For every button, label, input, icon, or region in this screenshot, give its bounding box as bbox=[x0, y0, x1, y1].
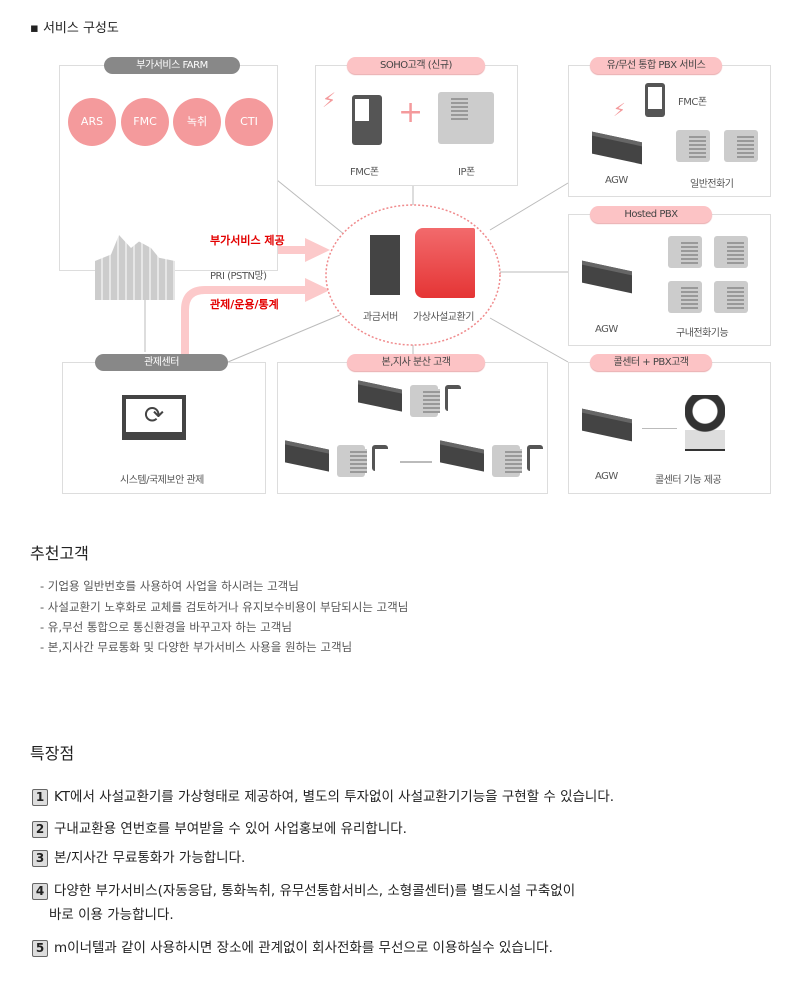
farm-item-ars: ARS bbox=[68, 98, 116, 146]
mobile-icon bbox=[445, 385, 462, 411]
arrow-top-label: 부가서비스 제공 bbox=[210, 234, 285, 247]
features-title: 특장점 bbox=[30, 744, 75, 763]
farm-item-recording: 녹취 bbox=[173, 98, 221, 146]
callcenter-label: 콜센터 + PBX고객 bbox=[590, 354, 712, 371]
pbx-server-icon bbox=[415, 228, 475, 298]
phone-icon bbox=[337, 445, 367, 477]
feature-number: 5 bbox=[32, 940, 48, 957]
phone-icon bbox=[492, 445, 522, 477]
phone-icon bbox=[410, 385, 440, 417]
feature-item: 1 KT에서 사설교환기를 가상형태로 제공하여, 별도의 투자없이 사설교환기기… bbox=[32, 785, 614, 809]
feature-item: 5 m이너텔과 같이 사용하시면 장소에 관계없이 회사전화를 무선으로 이용하실… bbox=[32, 936, 553, 960]
control-label: 관제센터 bbox=[95, 354, 228, 371]
plus-icon: + bbox=[398, 95, 424, 130]
phone-icon bbox=[714, 281, 748, 313]
arrow-bottom-label: 관제/운용/통계 bbox=[210, 298, 279, 311]
callcenter-caption: 콜센터 기능 제공 bbox=[655, 475, 722, 486]
operator-icon bbox=[685, 395, 725, 451]
feature-number: 3 bbox=[32, 850, 48, 867]
diagram-title: ▪ 서비스 구성도 bbox=[30, 21, 119, 36]
wired-label: 유/무선 통합 PBX 서비스 bbox=[590, 57, 722, 74]
diagram-title-text: 서비스 구성도 bbox=[42, 21, 119, 36]
phone-icon bbox=[676, 130, 710, 162]
phone-icon bbox=[714, 236, 748, 268]
hosted-phone-label: 구내전화기능 bbox=[676, 328, 729, 339]
wired-phone-label: 일반전화기 bbox=[690, 179, 734, 190]
recommend-item: - 유,무선 통합으로 통신환경을 바꾸고자 하는 고객님 bbox=[40, 620, 292, 634]
phone-icon bbox=[724, 130, 758, 162]
phone-icon bbox=[668, 236, 702, 268]
feature-item: 2 구내교환용 연번호를 부여받을 수 있어 사업홍보에 유리합니다. bbox=[32, 817, 407, 841]
feature-text-cont: 바로 이용 가능합니다. bbox=[49, 907, 174, 923]
mobile-icon bbox=[527, 445, 544, 471]
recommend-title: 추천고객 bbox=[30, 544, 89, 563]
soho-label: SOHO고객 (신규) bbox=[347, 57, 485, 74]
fmc-phone-icon bbox=[352, 95, 382, 145]
link-line bbox=[642, 428, 677, 429]
feature-item: 4 다양한 부가서비스(자동응답, 통화녹취, 유무선통합서비스, 소형콜센터)를… bbox=[32, 879, 575, 927]
soho-ip-label: IP폰 bbox=[458, 167, 475, 178]
lightning-icon: ⚡ bbox=[322, 88, 337, 112]
wired-agw-label: AGW bbox=[605, 175, 628, 186]
feature-text: 본/지사간 무료통화가 가능합니다. bbox=[54, 850, 246, 866]
feature-number: 1 bbox=[32, 789, 48, 806]
hosted-agw-label: AGW bbox=[595, 324, 618, 335]
lightning-icon: ⚡ bbox=[613, 100, 626, 121]
wired-fmc-label: FMC폰 bbox=[678, 97, 707, 108]
monitor-refresh-icon: ⟳ bbox=[122, 395, 186, 440]
feature-text: KT에서 사설교환기를 가상형태로 제공하여, 별도의 투자없이 사설교환기기능… bbox=[54, 789, 615, 805]
phone-icon bbox=[668, 281, 702, 313]
farm-label: 부가서비스 FARM bbox=[104, 57, 240, 74]
feature-text: 다양한 부가서비스(자동응답, 통화녹취, 유무선통합서비스, 소형콜센터)를 … bbox=[54, 883, 576, 899]
farm-item-fmc: FMC bbox=[121, 98, 169, 146]
feature-number: 4 bbox=[32, 883, 48, 900]
recommend-item: - 본,지사간 무료통화 및 다양한 부가서비스 사용을 원하는 고객님 bbox=[40, 640, 353, 654]
billing-label: 과금서버 bbox=[363, 312, 398, 323]
ip-phone-icon bbox=[438, 92, 494, 144]
callcenter-agw-label: AGW bbox=[595, 471, 618, 482]
recommend-item: - 기업용 일반번호를 사용하여 사업을 하시려는 고객님 bbox=[40, 579, 299, 593]
arrow-middle-label: PRI (PSTN망) bbox=[210, 271, 267, 282]
feature-text: 구내교환용 연번호를 부여받을 수 있어 사업홍보에 유리합니다. bbox=[54, 821, 407, 837]
feature-item: 3 본/지사간 무료통화가 가능합니다. bbox=[32, 846, 245, 870]
billing-server-icon bbox=[370, 235, 400, 295]
hosted-label: Hosted PBX bbox=[590, 206, 712, 223]
link-line bbox=[400, 461, 432, 463]
control-caption: 시스템/국제보안 관제 bbox=[120, 475, 204, 486]
branch-label: 본,지사 분산 고객 bbox=[347, 354, 485, 371]
feature-number: 2 bbox=[32, 821, 48, 838]
recommend-item: - 사설교환기 노후화로 교체를 검토하거나 유지보수비용이 부담되시는 고객님 bbox=[40, 600, 409, 614]
control-box bbox=[62, 362, 266, 494]
pbx-label: 가상사설교환기 bbox=[413, 312, 474, 323]
fmc-phone-icon bbox=[645, 83, 665, 117]
soho-fmc-label: FMC폰 bbox=[350, 167, 379, 178]
farm-item-cti: CTI bbox=[225, 98, 273, 146]
feature-text: m이너텔과 같이 사용하시면 장소에 관계없이 회사전화를 무선으로 이용하실수… bbox=[54, 940, 553, 956]
mobile-icon bbox=[372, 445, 389, 471]
